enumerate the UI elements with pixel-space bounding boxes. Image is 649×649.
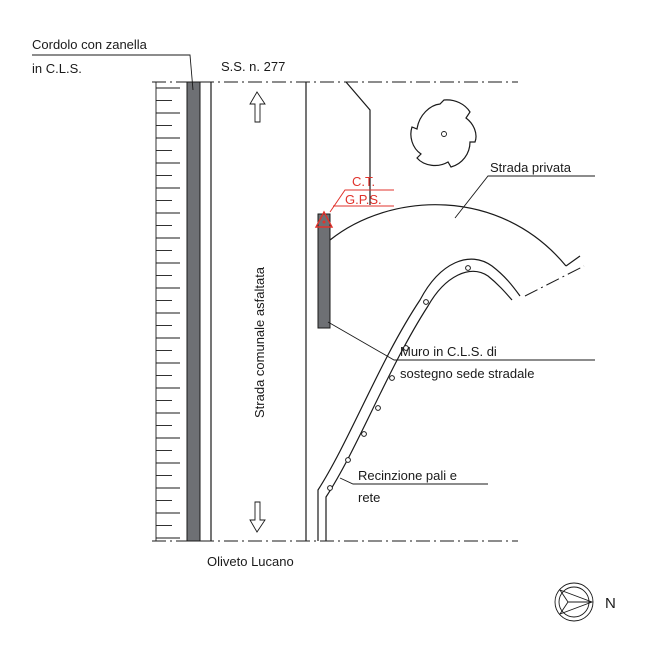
cordolo-label-line1: Cordolo con zanella	[32, 37, 148, 52]
strada-privata-tick	[565, 255, 581, 267]
oliveto-label: Oliveto Lucano	[207, 554, 294, 569]
fence-post	[465, 265, 471, 271]
muro-retaining-wall	[317, 213, 331, 329]
muro-label-line1: Muro in C.L.S. di	[400, 344, 497, 359]
fence-post	[361, 431, 367, 437]
cordolo-leader	[32, 54, 194, 91]
hatched-embankment	[155, 82, 180, 541]
strada-privata-leader	[454, 175, 595, 219]
fence-post	[375, 405, 381, 411]
fence-post	[423, 299, 429, 305]
muro-leader	[327, 321, 595, 361]
cordolo-label-line2: in C.L.S.	[32, 61, 82, 76]
strada-privata-dash	[524, 265, 585, 297]
gps-label: G.P.S.	[345, 192, 382, 207]
tree-symbol-icon	[410, 99, 477, 168]
property-boundary-line	[345, 81, 371, 205]
muro-label-line2: sostegno sede stradale	[400, 366, 534, 381]
strada-privata-label: Strada privata	[490, 160, 572, 175]
strada-privata-arc	[329, 204, 567, 267]
ss277-label: S.S. n. 277	[221, 59, 285, 74]
fence-post	[389, 375, 395, 381]
survey-triangle-icon	[314, 189, 394, 228]
road-arrow-down-icon	[249, 501, 266, 533]
fence-post	[327, 485, 333, 491]
recinzione-fence-outer	[317, 258, 521, 541]
ct-label: C.T.	[352, 174, 375, 189]
recinzione-label-line2: rete	[358, 490, 380, 505]
fence-posts	[327, 265, 471, 491]
recinzione-fence-inner	[325, 270, 513, 541]
north-label: N	[605, 595, 616, 612]
recinzione-label-line1: Recinzione pali e	[358, 468, 457, 483]
north-arrow-icon	[554, 582, 594, 622]
road-name-label: Strada comunale asfaltata	[252, 266, 267, 418]
recinzione-leader	[339, 477, 488, 485]
fence-post	[345, 457, 351, 463]
road-arrow-up-icon	[249, 91, 266, 123]
fence-post	[403, 345, 409, 351]
cordolo-curb-strip	[186, 81, 201, 542]
